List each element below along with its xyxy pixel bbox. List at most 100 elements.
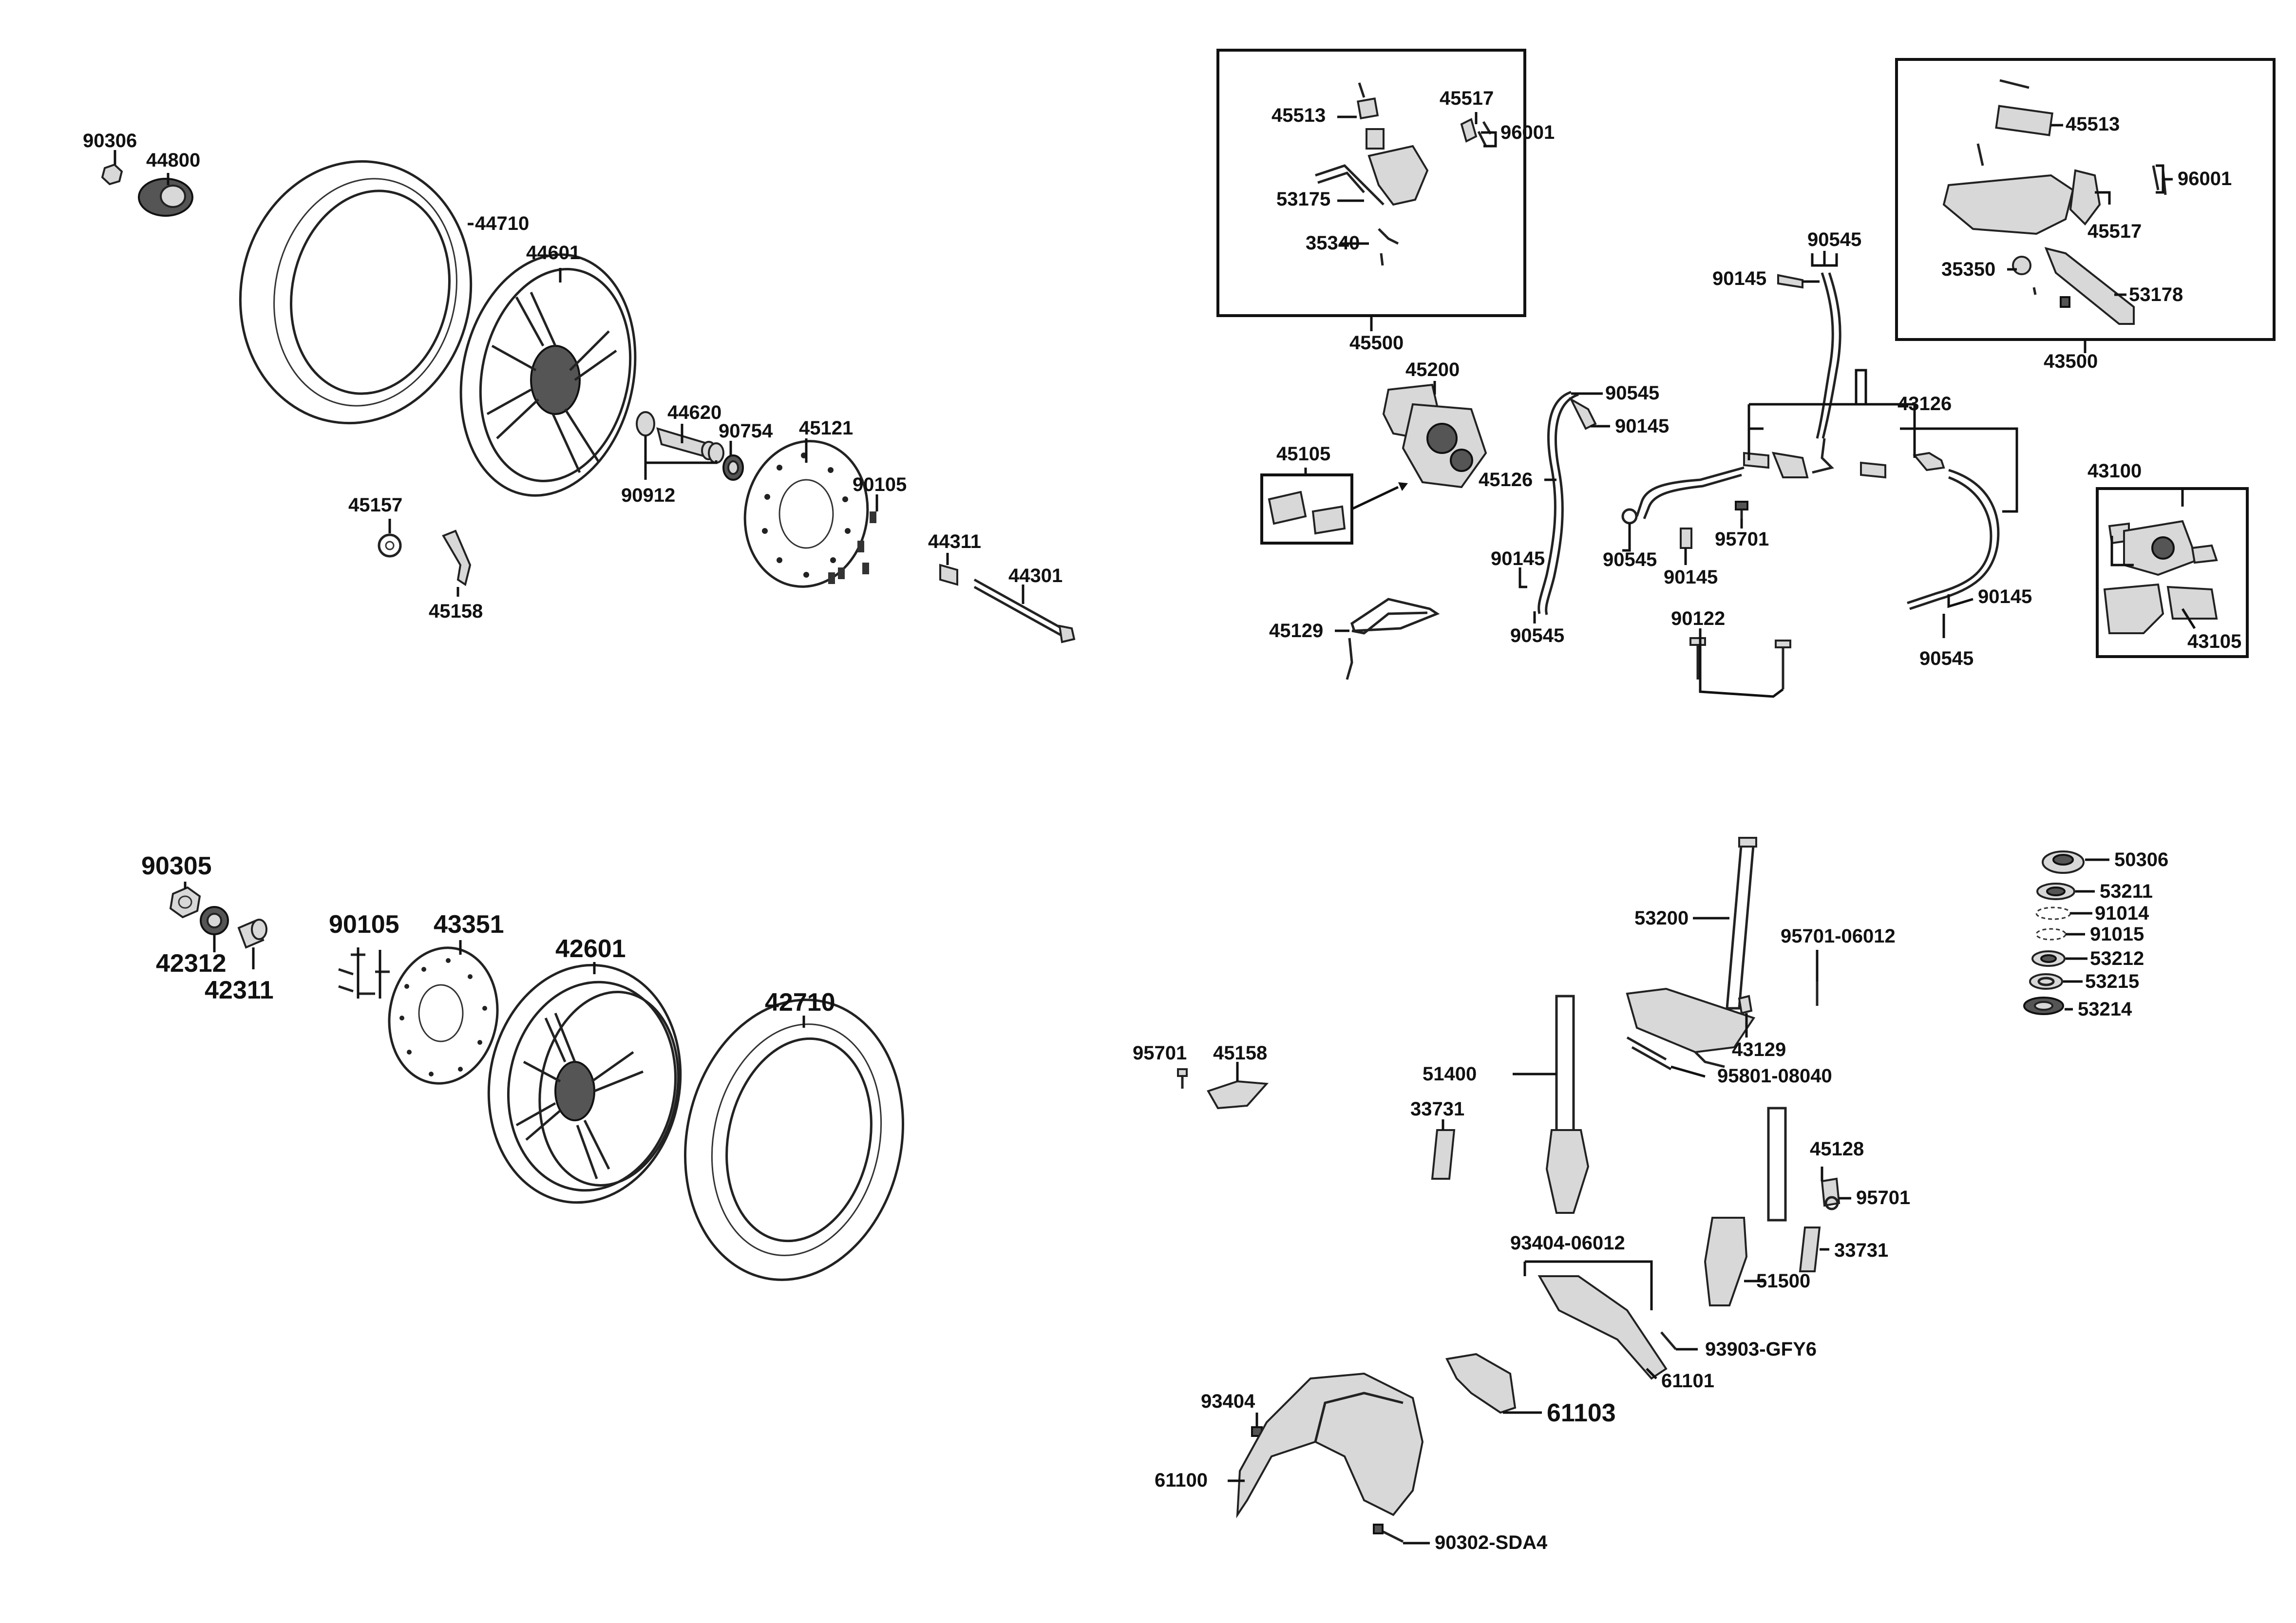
label-90545-rear: 90545: [1919, 648, 1973, 669]
label-91015: 91015: [2090, 924, 2144, 945]
bolt-95701-hose: [1735, 501, 1748, 519]
label-90912: 90912: [621, 485, 675, 506]
label-44710: 44710: [475, 213, 529, 234]
bolt-95801-08040: [1626, 1036, 1672, 1071]
label-90302-sda4: 90302-SDA4: [1435, 1532, 1548, 1553]
label-51500: 51500: [1756, 1270, 1810, 1292]
steering-group: 53200 95701-06012 43129 95801-08040 9570…: [1133, 837, 2168, 1553]
label-45158-steering: 45158: [1213, 1042, 1267, 1064]
label-90306: 90306: [83, 130, 137, 151]
reflector-33731-right: [1799, 1227, 1821, 1272]
label-61100: 61100: [1155, 1470, 1208, 1491]
label-45513-right: 45513: [2066, 113, 2120, 135]
collar-44620: [656, 427, 717, 460]
label-45126: 45126: [1479, 469, 1533, 491]
label-50306: 50306: [2114, 849, 2168, 870]
label-44620: 44620: [667, 402, 721, 423]
washer-45157: [378, 533, 402, 558]
front-brake-group: 45513 45517 96001 53175 35340 45500 4551…: [1216, 49, 2276, 698]
label-90145-top: 90145: [1712, 268, 1766, 289]
nut-90305: [169, 886, 201, 919]
fork-leg-left-51400: [1545, 995, 1590, 1214]
label-43351: 43351: [434, 910, 504, 939]
bracket-61103: [1445, 1353, 1517, 1414]
label-33731-right: 33731: [1834, 1240, 1888, 1261]
label-53212: 53212: [2090, 948, 2144, 969]
label-53175: 53175: [1276, 189, 1330, 210]
label-90145-caliper: 90145: [1491, 548, 1545, 569]
label-43100: 43100: [2087, 460, 2142, 482]
label-90105-front: 90105: [853, 474, 907, 495]
disc-bolts-90105: [828, 511, 876, 584]
label-90545-lower: 90545: [1603, 549, 1657, 570]
label-90145-mid: 90145: [1615, 415, 1669, 437]
label-90545-mid: 90545: [1605, 382, 1659, 404]
oil-seal-90912-right: [708, 442, 724, 464]
label-45157: 45157: [348, 494, 402, 516]
brake-hose-45126: [1537, 391, 1597, 615]
race-53215: [2029, 973, 2063, 990]
washer-42312: [200, 906, 229, 935]
label-45500: 45500: [1349, 332, 1404, 354]
nut-90306: [101, 163, 123, 186]
label-44800: 44800: [146, 150, 200, 171]
bracket-45158-steering: [1207, 1080, 1269, 1110]
label-35340: 35340: [1306, 232, 1360, 254]
bolt-90145-lower: [1680, 528, 1692, 549]
washer-90545-lower: [1621, 508, 1638, 525]
label-45513-left: 45513: [1271, 105, 1326, 126]
bracket-45128: [1821, 1177, 1841, 1210]
brake-hose-splitter-43126: [1635, 438, 2000, 610]
brake-hose-upper: [1777, 272, 1841, 439]
steering-stem-53200: [1626, 837, 1757, 1068]
front-caliper-45200: [1382, 383, 1487, 489]
label-51400: 51400: [1423, 1063, 1477, 1085]
caliper-frame-43100: [2096, 487, 2249, 658]
label-45105: 45105: [1276, 443, 1330, 465]
collar-42311: [237, 919, 267, 949]
label-44301: 44301: [1008, 565, 1063, 586]
label-45158-front: 45158: [429, 601, 483, 622]
label-95701-hose: 95701: [1715, 528, 1769, 550]
label-45517-left: 45517: [1440, 88, 1494, 109]
front-tire-44710: [239, 160, 473, 425]
front-wheel-group: 90306 44800 44710 44601 44620 90754 4512…: [83, 130, 1076, 643]
label-96001-left: 96001: [1500, 122, 1555, 143]
hose-clamp-43129: [1738, 995, 1753, 1015]
label-44311: 44311: [928, 531, 981, 552]
front-fender-61100: [1236, 1372, 1424, 1519]
bolts-90122: [1689, 637, 1791, 689]
label-95701-bracket: 95701: [1133, 1042, 1187, 1064]
bracket-45158: [442, 529, 472, 586]
balls-91015: [2035, 928, 2067, 941]
bolt-90302-sda4: [1373, 1524, 1404, 1543]
rear-tire-42710: [684, 999, 904, 1281]
label-53178: 53178: [2129, 284, 2183, 305]
label-90145-lower: 90145: [1664, 566, 1718, 588]
hose-guide-45129: [1346, 598, 1440, 680]
label-90545-caliper: 90545: [1510, 625, 1564, 646]
label-96001-right: 96001: [2178, 168, 2232, 189]
label-44601: 44601: [526, 242, 580, 264]
master-cylinder-45500-parts: [1315, 82, 1492, 266]
bolt-95701-bracket: [1177, 1068, 1188, 1089]
label-43126: 43126: [1898, 393, 1952, 415]
rear-caliper-43100: [2103, 520, 2218, 634]
label-43105: 43105: [2187, 631, 2241, 652]
collar-44311: [939, 564, 958, 586]
bearing-90754: [722, 454, 744, 481]
label-53200: 53200: [1634, 907, 1689, 929]
label-93404: 93404: [1201, 1391, 1255, 1412]
steering-bearings: [2023, 850, 2085, 1015]
brake-pads-45105: [1268, 491, 1346, 535]
label-43129: 43129: [1732, 1039, 1786, 1060]
label-93903-gfy6: 93903-GFY6: [1705, 1339, 1817, 1360]
label-61103: 61103: [1547, 1399, 1616, 1427]
label-45129: 45129: [1269, 620, 1323, 642]
label-53215: 53215: [2085, 971, 2139, 992]
label-90105-rear: 90105: [329, 910, 399, 939]
fender-cover-61101: [1537, 1275, 1668, 1380]
balls-91014: [2035, 906, 2071, 920]
screw-93903-gfy6: [1660, 1331, 1677, 1350]
